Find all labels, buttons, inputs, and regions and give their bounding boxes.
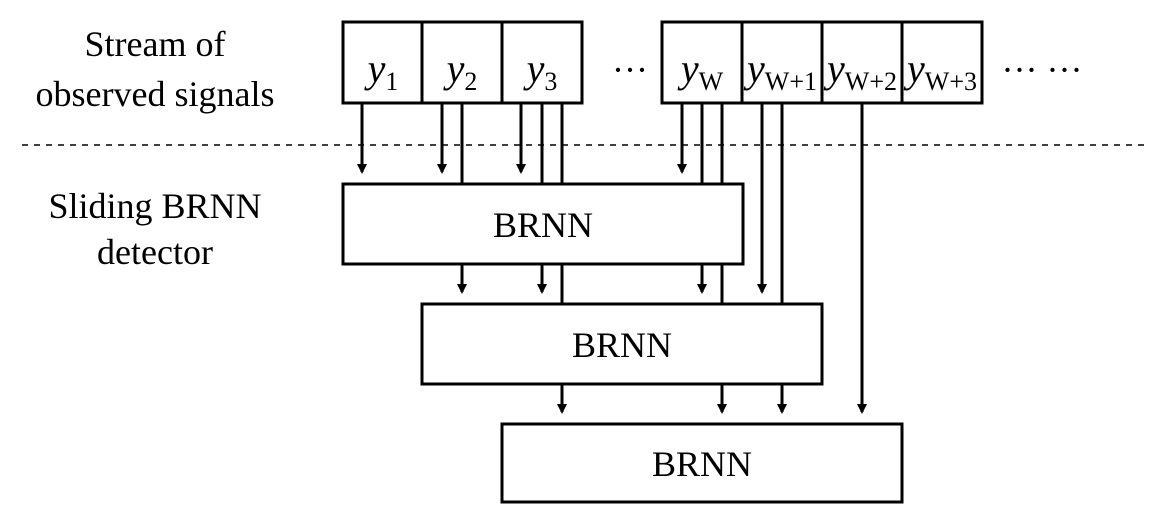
signal-cell-6 (820, 20, 904, 105)
signal-cell-1 (341, 20, 425, 105)
signal-cell-label-2: y2 (443, 46, 478, 96)
ellipsis-middle: ··· (612, 50, 648, 90)
brnn-box-label-3: BRNN (652, 444, 752, 484)
brnn-box-3 (500, 422, 904, 504)
brnn-box-label-1: BRNN (493, 205, 593, 245)
detector-label-line1: Sliding BRNN (48, 186, 262, 226)
signal-cell-label-5: yW+1 (743, 46, 817, 96)
signal-cell-7 (900, 20, 984, 105)
signal-cell-3 (500, 20, 584, 105)
stream-label-line1: Stream of (84, 24, 226, 64)
stream-label-line2: observed signals (35, 74, 275, 114)
ellipsis-end: ··· ··· (1002, 50, 1083, 90)
brnn-boxes: BRNN BRNN BRNN (341, 182, 904, 504)
signal-cell-label-4: yW (677, 46, 724, 96)
signal-cell-label-1: y1 (364, 46, 399, 96)
signal-cell-label-6: yW+2 (823, 46, 897, 96)
brnn-box-label-2: BRNN (572, 325, 672, 365)
signal-cell-label-7: yW+3 (903, 46, 977, 96)
brnn-box-2 (420, 302, 824, 386)
signal-cell-label-3: y3 (523, 46, 558, 96)
detector-label-line2: detector (97, 232, 213, 272)
signal-cell-5 (740, 20, 824, 105)
arrows (357, 103, 867, 414)
